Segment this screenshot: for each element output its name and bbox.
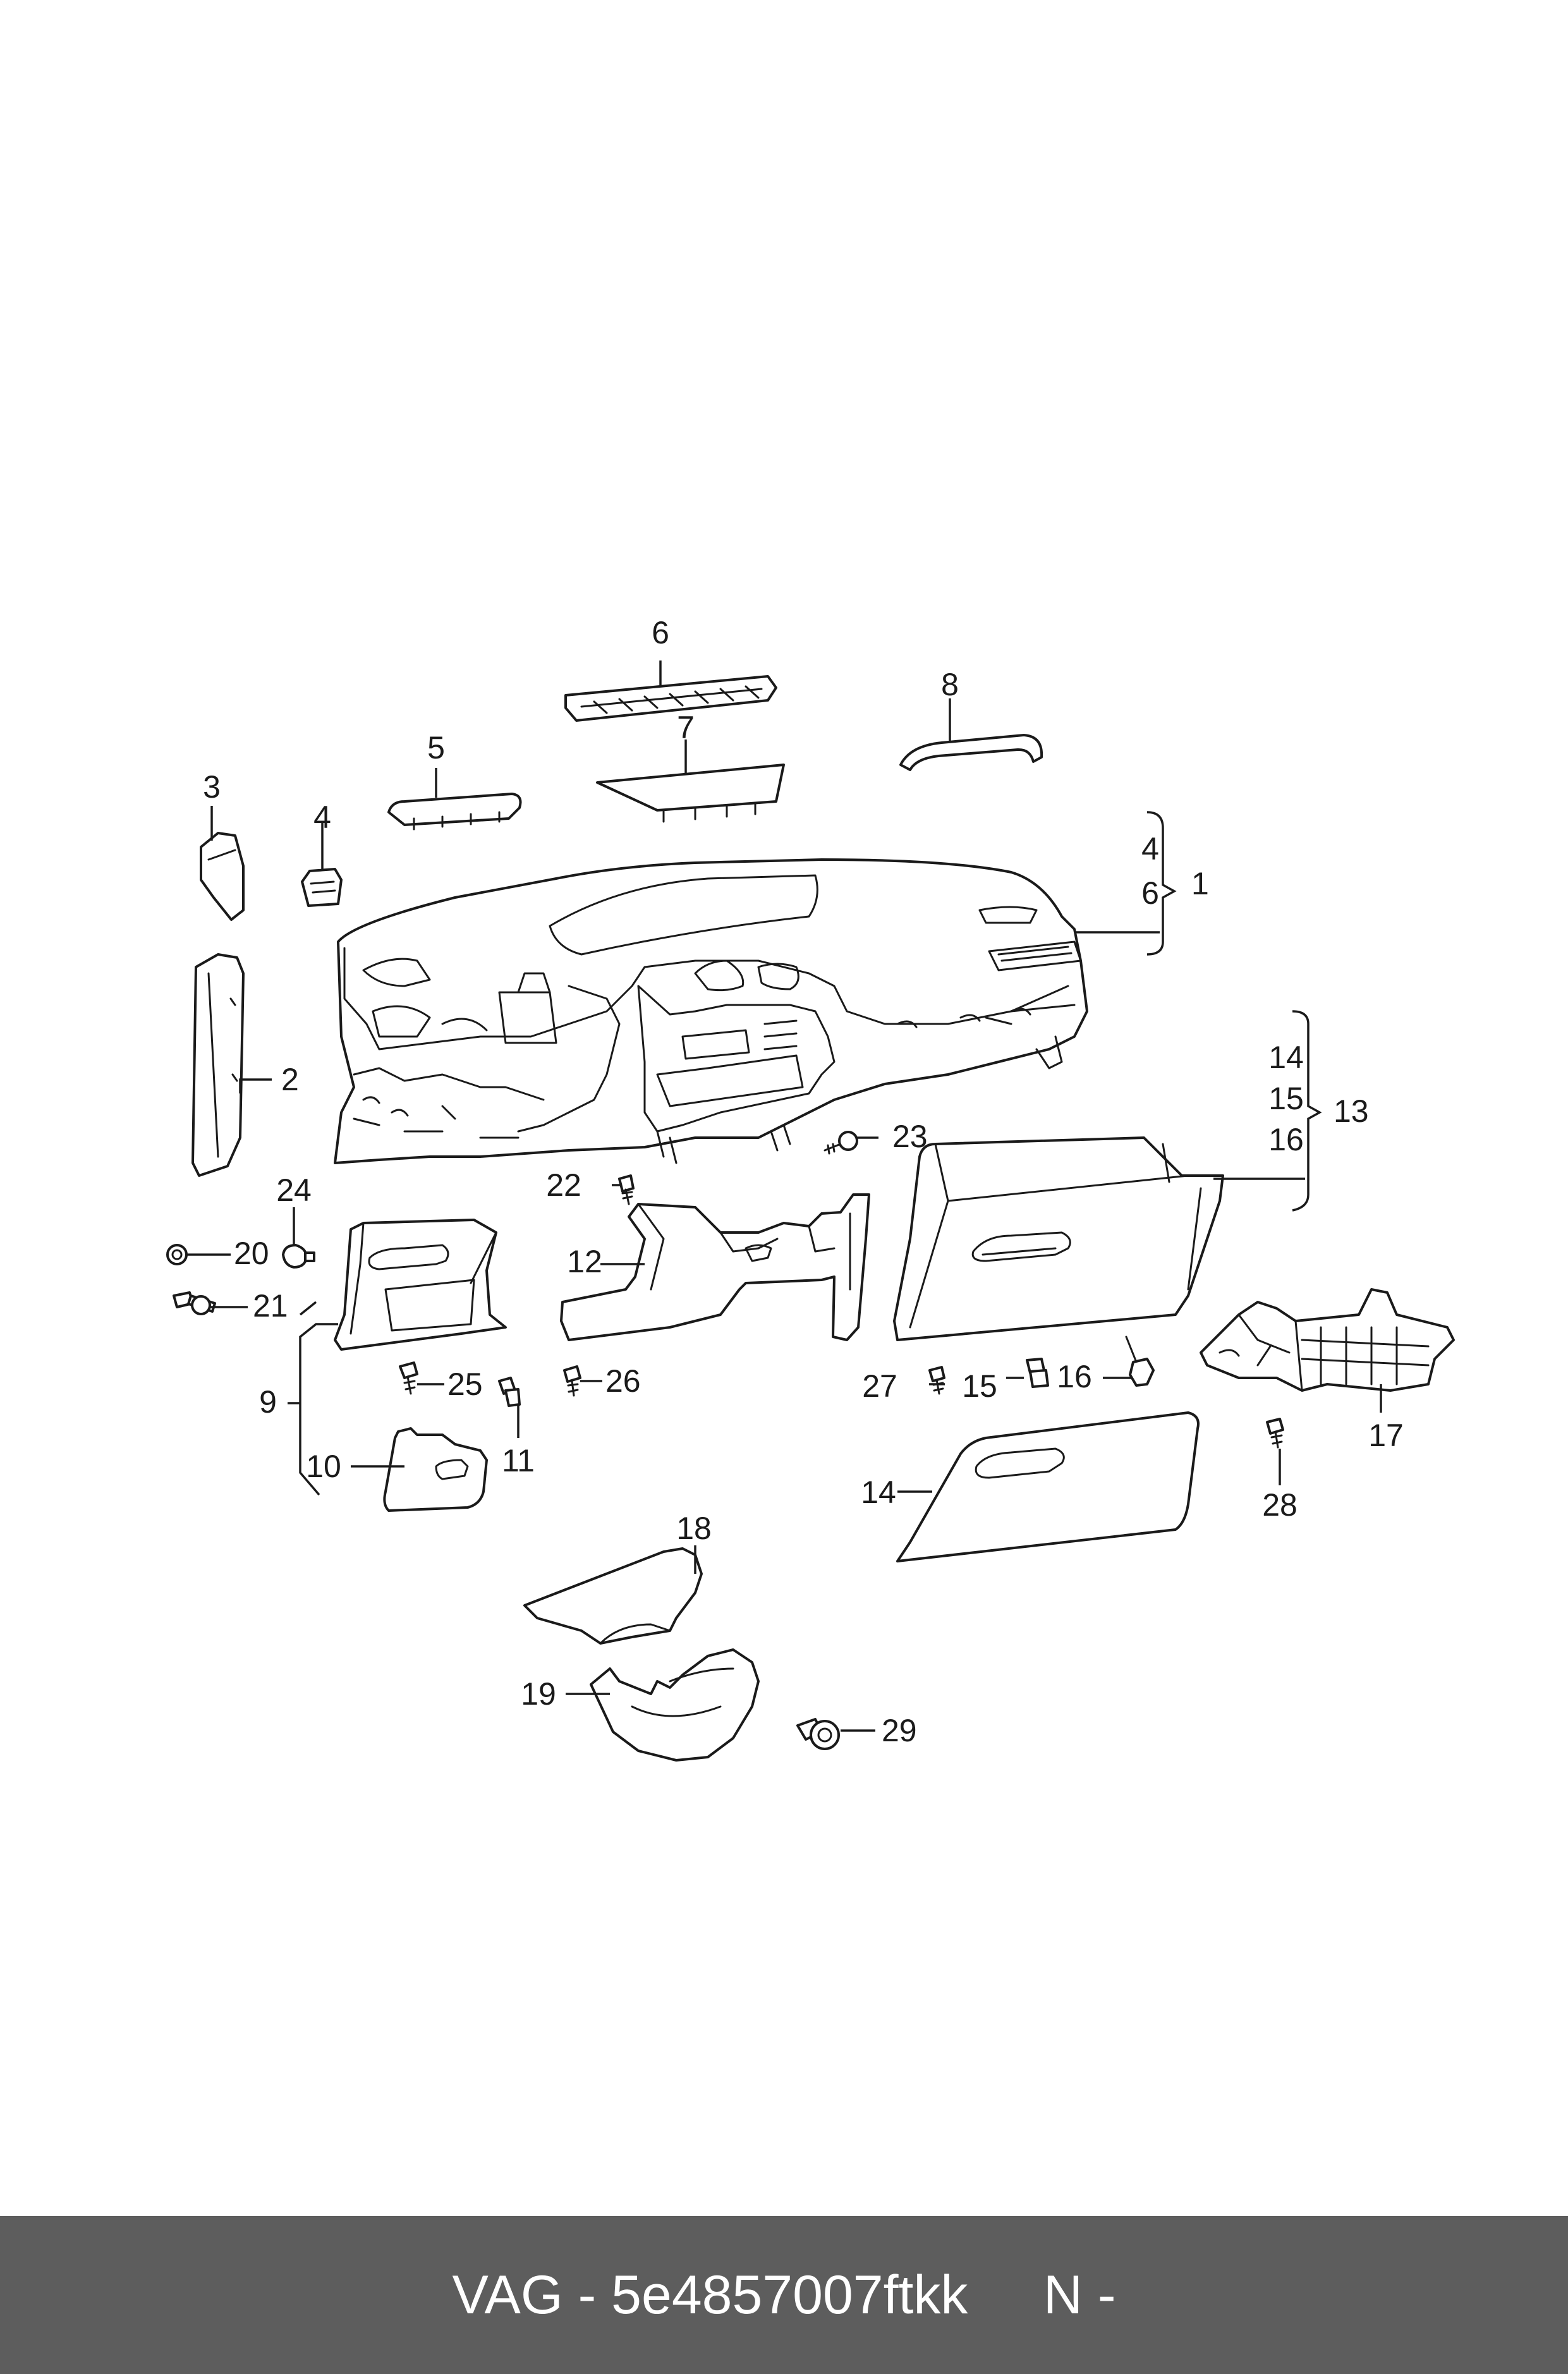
- bracket-13-item-14: 14: [1268, 1040, 1304, 1075]
- part-9-lower-left-panel: [334, 1219, 507, 1351]
- bracket-13-item-15: 15: [1268, 1081, 1304, 1116]
- fastener-23-screw: [824, 1131, 858, 1155]
- parts-diagram: 6 7 8 5 4 3 2 4 6 1 14 15 16 13 23 22 12…: [166, 615, 1455, 1762]
- fastener-25-screw: [399, 1361, 418, 1395]
- exploded-view-drawing: 6 7 8 5 4 3 2 4 6 1 14 15 16 13 23 22 12…: [166, 615, 1455, 1762]
- callout-22: 22: [546, 1167, 581, 1203]
- callout-8: 8: [941, 667, 959, 702]
- part-18-upper-shroud: [523, 1547, 703, 1645]
- part-7-center-cover: [596, 764, 785, 823]
- footer-suffix: N -: [1043, 2264, 1116, 2325]
- bracket-1-item-6: 6: [1141, 875, 1159, 911]
- part-14-glovebox-lid: [896, 1411, 1200, 1562]
- fastener-15-clip: [1026, 1358, 1049, 1388]
- callout-10: 10: [306, 1449, 341, 1484]
- callout-3: 3: [203, 769, 221, 805]
- part-8-trim-strip: [899, 734, 1043, 771]
- part-5-left-trim: [387, 793, 522, 831]
- callout-9: 9: [259, 1384, 277, 1420]
- callout-13: 13: [1334, 1093, 1369, 1129]
- callout-2: 2: [281, 1062, 299, 1097]
- footer-gap: [968, 2264, 1043, 2327]
- callout-23: 23: [892, 1119, 928, 1154]
- callout-15: 15: [962, 1368, 997, 1404]
- part-17-bracket: [1200, 1288, 1455, 1392]
- footer-separator: -: [562, 2264, 612, 2325]
- callout-27: 27: [862, 1368, 897, 1404]
- fastener-11-clip: [498, 1377, 521, 1407]
- callout-26: 26: [605, 1363, 641, 1399]
- part-13-glovebox-assembly: [893, 1136, 1224, 1341]
- callout-24: 24: [276, 1172, 312, 1208]
- part-6-defroster-grille: [564, 675, 777, 722]
- footer-brand: VAG: [452, 2264, 563, 2325]
- callout-11: 11: [502, 1443, 535, 1478]
- part-3-end-cap: [200, 832, 245, 921]
- fastener-21-bolt: [173, 1291, 216, 1315]
- part-10-small-cover: [383, 1427, 488, 1512]
- fastener-26-screw: [563, 1365, 581, 1397]
- callout-28: 28: [1262, 1487, 1298, 1523]
- callout-29: 29: [882, 1713, 917, 1748]
- callout-1: 1: [1191, 866, 1209, 901]
- fastener-22-screw: [618, 1174, 635, 1205]
- part-19-lower-shroud: [590, 1648, 760, 1762]
- callout-18: 18: [676, 1511, 712, 1546]
- fastener-16-stud: [1125, 1336, 1155, 1387]
- fastener-28-screw: [1266, 1418, 1284, 1449]
- part-2-side-trim-panel: [191, 953, 245, 1177]
- callout-4: 4: [313, 800, 331, 835]
- part-12-knee-panel: [560, 1193, 870, 1341]
- leader-lines: [186, 660, 1382, 1732]
- part-4-air-vent: [301, 868, 343, 907]
- callout-25: 25: [447, 1367, 483, 1402]
- footer-part-number: 5e4857007ftkk: [611, 2264, 968, 2325]
- callout-numbers: 6 7 8 5 4 3 2 4 6 1 14 15 16 13 23 22 12…: [203, 615, 1404, 1748]
- bracket-13-item-16: 16: [1268, 1122, 1304, 1157]
- callout-20: 20: [234, 1236, 269, 1271]
- callout-19: 19: [521, 1676, 556, 1712]
- part-number-footer: VAG - 5e4857007ftkk N -: [0, 2216, 1568, 2374]
- bracket-1-item-4: 4: [1141, 831, 1159, 867]
- callout-7: 7: [677, 710, 695, 745]
- callout-17: 17: [1368, 1418, 1404, 1453]
- callout-12: 12: [567, 1244, 602, 1279]
- fastener-29-bolt: [796, 1718, 840, 1750]
- fastener-24-clip: [282, 1244, 315, 1269]
- callout-14: 14: [861, 1475, 896, 1510]
- fastener-20-nut: [166, 1244, 188, 1265]
- callout-5: 5: [427, 730, 445, 765]
- callout-21: 21: [253, 1288, 288, 1324]
- callout-16: 16: [1057, 1359, 1092, 1394]
- callout-6: 6: [652, 615, 669, 650]
- part-1-dashboard: [334, 858, 1088, 1164]
- fastener-27-screw: [928, 1366, 945, 1395]
